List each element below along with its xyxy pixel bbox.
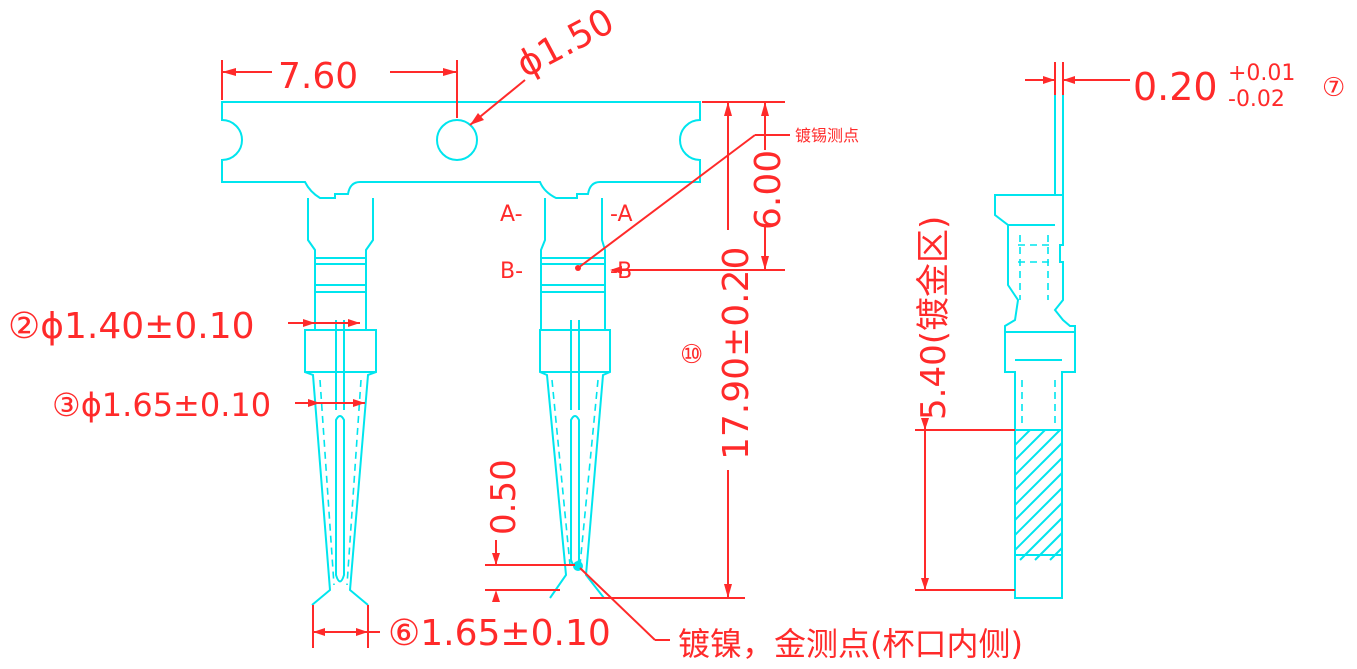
nickel-gold-point-label: 镀镍，金测点(杯口内侧) [678, 625, 1023, 663]
terminal-middle [539, 198, 611, 599]
thickness-mark: ⑦ [1322, 73, 1345, 103]
dim-nickel-gold-point: 镀镍，金测点(杯口内侧) [579, 567, 1023, 663]
dim-pitch: 7.60 [221, 56, 458, 118]
dim-gold-zone: 5.40(镀金区) [914, 216, 1015, 591]
dim-hole: ϕ1.50 [469, 1, 621, 126]
dim-tin-point: 镀锡测点 [575, 126, 859, 271]
terminal-left [304, 198, 377, 606]
thickness-minus: -0.02 [1228, 87, 1285, 112]
gold-zone-label: 5.40(镀金区) [914, 216, 954, 420]
dia-165-label: ③ϕ1.65±0.10 [52, 386, 271, 424]
dim-tip-width: ⑥1.65±0.10 [312, 605, 611, 654]
hole-dia-label: ϕ1.50 [510, 1, 621, 86]
dim-tip-gap: 0.50 [484, 459, 575, 602]
section-b-left: B- [500, 259, 523, 284]
tin-point-label: 镀锡测点 [795, 126, 859, 145]
thickness-base: 0.20 [1133, 65, 1218, 109]
dia-140-label: ②ϕ1.40±0.10 [8, 306, 255, 347]
overall-length-label: 17.90±0.20 [716, 247, 757, 460]
overall-length-mark: ⑩ [680, 340, 703, 370]
pitch-label: 7.60 [278, 56, 358, 97]
dim-overall-length: 17.90±0.20 ⑩ [590, 102, 757, 599]
tab-height-label: 6.00 [748, 150, 789, 230]
gold-zone-hatch [1014, 429, 1063, 561]
dim-tab-height: 6.00 [612, 101, 789, 271]
section-markers: A- -A B- -B [500, 202, 633, 284]
dim-thickness: 0.20 +0.01 -0.02 ⑦ [1025, 61, 1345, 112]
side-view [994, 75, 1076, 599]
tip-width-label: ⑥1.65±0.10 [388, 613, 611, 654]
thickness-plus: +0.01 [1228, 61, 1295, 86]
pilot-hole [436, 119, 478, 161]
tip-gap-label: 0.50 [484, 459, 524, 535]
dim-dia-140: ②ϕ1.40±0.10 [8, 306, 360, 347]
section-a-right: -A [610, 202, 633, 227]
section-a-left: A- [500, 202, 523, 227]
dim-dia-165: ③ϕ1.65±0.10 [52, 386, 365, 424]
carrier-strip [221, 101, 701, 199]
